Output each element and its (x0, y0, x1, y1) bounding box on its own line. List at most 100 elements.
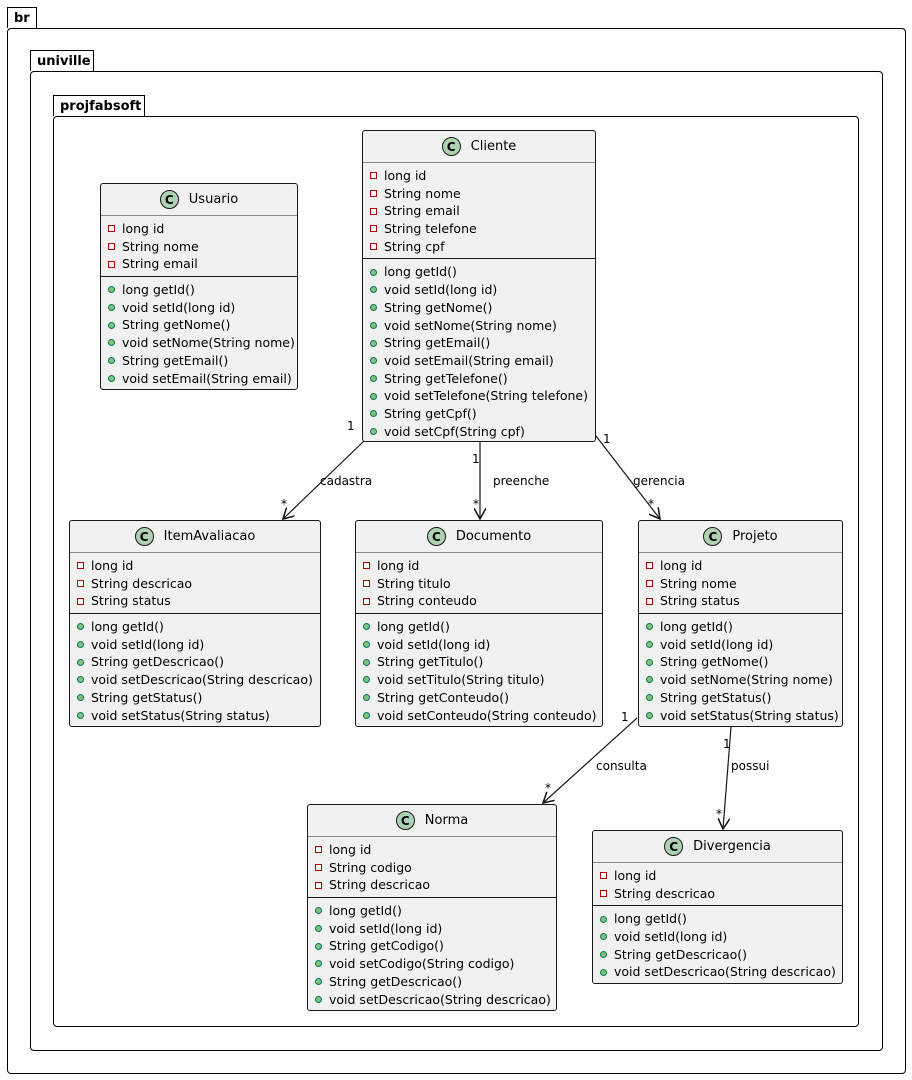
method-row: String getDescricao() (308, 973, 556, 991)
documento-methods: long getId()void setId(long id)String ge… (356, 614, 602, 727)
attribute-row: String nome (639, 575, 842, 593)
public-visibility-icon (315, 978, 322, 986)
public-visibility-icon (363, 623, 370, 631)
method-text: long getId() (614, 911, 687, 927)
method-row: String getTitulo() (356, 653, 602, 671)
attribute-row: String conteudo (356, 592, 602, 610)
private-visibility-icon (77, 562, 84, 570)
method-row: String getDescricao() (70, 653, 320, 671)
method-row: void setId(long id) (363, 281, 595, 299)
method-text: void setId(long id) (122, 299, 236, 315)
public-visibility-icon (370, 321, 377, 329)
mult-consulta-from: 1 (621, 710, 629, 724)
edge-cadastra (283, 440, 365, 519)
method-text: String getCpf() (384, 405, 477, 421)
method-text: void setDescricao(String descricao) (614, 964, 836, 980)
attribute-row: long id (308, 841, 556, 859)
private-visibility-icon (77, 597, 84, 605)
attribute-text: String nome (122, 238, 199, 254)
method-text: void setCodigo(String codigo) (329, 956, 515, 972)
public-visibility-icon (370, 427, 377, 435)
public-visibility-icon (315, 942, 322, 950)
edge-label-preenche: preenche (493, 474, 549, 488)
private-visibility-icon (363, 580, 370, 588)
method-text: String getTelefone() (384, 370, 508, 386)
method-text: void setEmail(String email) (384, 352, 554, 368)
attribute-text: String codigo (329, 859, 412, 875)
cliente-name: Cliente (470, 139, 517, 154)
mult-preenche-to: * (473, 497, 479, 511)
public-visibility-icon (646, 676, 653, 684)
public-visibility-icon (370, 304, 377, 312)
edge-label-possui: possui (731, 759, 769, 773)
method-row: long getId() (356, 618, 602, 636)
attribute-text: String descricao (614, 885, 716, 901)
mult-possui-from: 1 (723, 737, 731, 751)
method-text: void setConteudo(String conteudo) (377, 707, 597, 723)
method-text: void setStatus(String status) (91, 707, 270, 723)
attribute-row: String descricao (308, 876, 556, 894)
attribute-row: String nome (101, 238, 297, 256)
public-visibility-icon (315, 960, 322, 968)
private-visibility-icon (108, 260, 115, 268)
method-text: void setDescricao(String descricao) (91, 672, 313, 688)
method-row: String getDescricao() (593, 946, 842, 964)
public-visibility-icon (108, 304, 115, 312)
attribute-text: String descricao (329, 877, 431, 893)
mult-preenche-from: 1 (472, 452, 480, 466)
method-text: String getDescricao() (614, 946, 748, 962)
method-text: String getNome() (660, 654, 769, 670)
method-row: void setDescricao(String descricao) (593, 963, 842, 981)
public-visibility-icon (77, 676, 84, 684)
method-row: void setId(long id) (101, 299, 297, 317)
edge-gerencia (595, 435, 660, 519)
method-text: void setTelefone(String telefone) (384, 388, 589, 404)
method-row: String getStatus() (639, 689, 842, 707)
attribute-text: String descricao (91, 575, 193, 591)
public-visibility-icon (77, 658, 84, 666)
public-visibility-icon (370, 357, 377, 365)
method-row: void setTelefone(String telefone) (363, 387, 595, 405)
edge-label-cadastra: cadastra (320, 474, 372, 488)
attribute-row: String telefone (363, 220, 595, 238)
public-visibility-icon (600, 968, 607, 976)
attribute-row: long id (70, 557, 320, 575)
method-row: void setStatus(String status) (639, 707, 842, 725)
attribute-text: long id (384, 168, 427, 183)
public-visibility-icon (315, 925, 322, 933)
public-visibility-icon (77, 694, 84, 702)
method-row: void setDescricao(String descricao) (70, 671, 320, 689)
method-row: void setConteudo(String conteudo) (356, 707, 602, 725)
package-tab-br: br (7, 7, 37, 28)
class-c-icon: C (703, 527, 723, 546)
attribute-text: long id (91, 558, 134, 573)
attribute-text: String conteudo (377, 593, 477, 609)
method-text: void setTitulo(String titulo) (377, 672, 545, 688)
method-row: void setId(long id) (639, 636, 842, 654)
edge-label-consulta: consulta (596, 759, 647, 773)
method-text: long getId() (329, 903, 402, 919)
attribute-row: long id (593, 867, 842, 885)
public-visibility-icon (370, 410, 377, 418)
attribute-row: String descricao (70, 575, 320, 593)
usuario-methods: long getId()void setId(long id)String ge… (101, 277, 297, 390)
method-text: String getNome() (384, 299, 493, 315)
attribute-row: long id (101, 220, 297, 238)
attribute-text: String email (122, 256, 198, 272)
method-row: void setCpf(String cpf) (363, 423, 595, 441)
private-visibility-icon (646, 597, 653, 605)
public-visibility-icon (646, 694, 653, 702)
package-tab-projfabsoft: projfabsoft (53, 95, 145, 116)
method-row: long getId() (70, 618, 320, 636)
method-text: String getDescricao() (329, 973, 463, 989)
attribute-text: String email (384, 203, 460, 219)
method-text: void setDescricao(String descricao) (329, 991, 551, 1007)
usuario-name: Usuario (188, 192, 239, 207)
